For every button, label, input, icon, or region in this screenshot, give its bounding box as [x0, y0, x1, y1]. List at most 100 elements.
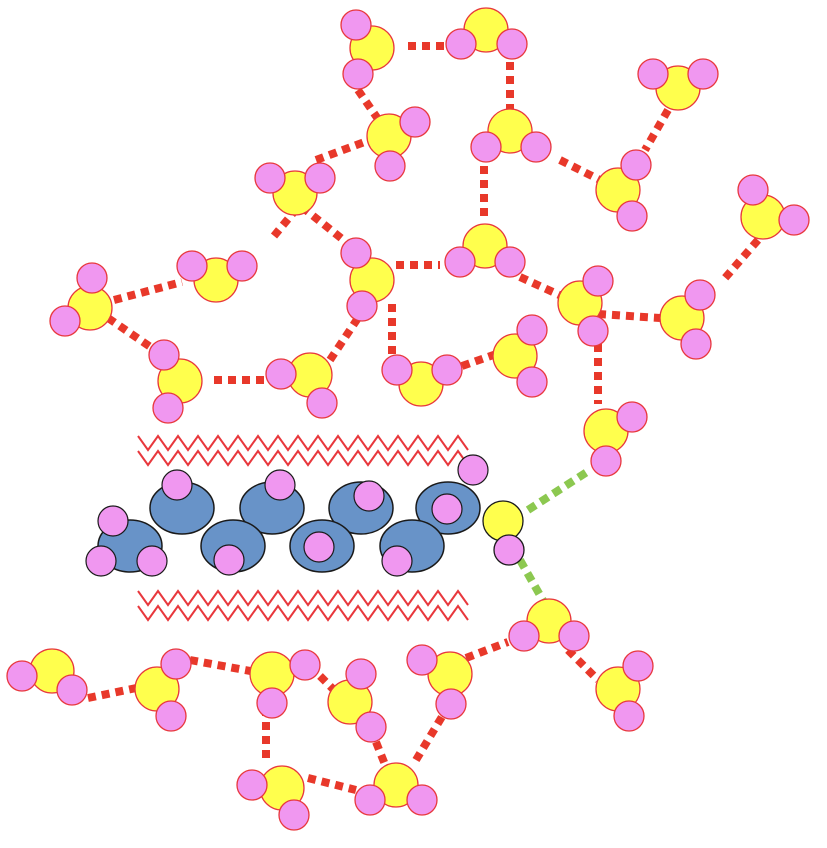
water-molecule	[406, 644, 473, 720]
zigzag-chain	[137, 449, 469, 467]
hydrogen-atom	[49, 305, 81, 337]
hydrogen-atom	[345, 658, 377, 690]
hydrogen-atom	[516, 366, 548, 398]
hydrogen-atom	[431, 354, 463, 386]
hydrogen-atom	[406, 784, 438, 816]
hydrogen-atom	[582, 265, 614, 297]
protein-hydrogen-atom	[213, 544, 245, 576]
hydrogen-atom	[616, 401, 648, 433]
water-molecule	[737, 174, 810, 240]
hydrogen-bond	[354, 87, 384, 125]
water-molecule	[249, 649, 321, 719]
water-molecule	[659, 279, 716, 360]
hydrogen-bond	[317, 673, 337, 693]
hydrogen-bond	[112, 278, 184, 304]
protein-hydrogen-atom	[303, 531, 335, 563]
hydrogen-atom	[637, 58, 669, 90]
hydrogen-atom	[613, 700, 645, 732]
hydrogen-atom	[148, 339, 180, 371]
water-molecule	[6, 648, 88, 706]
hydrogen-atom	[737, 174, 769, 206]
hydrogen-atom	[680, 328, 712, 360]
protein-hydrogen-atom	[381, 545, 413, 577]
hydrogen-bond	[641, 108, 672, 152]
hydrogen-atom	[289, 649, 321, 681]
hydrogen-atom	[470, 131, 502, 163]
hydrogen-atom	[622, 650, 654, 682]
hydrogen-atom	[56, 674, 88, 706]
lipid-chains	[137, 434, 469, 622]
oxygen-atom	[482, 500, 524, 542]
protein-hydrogen-atom	[97, 505, 129, 537]
hydrogen-atom	[620, 149, 652, 181]
hydrogen-atom	[355, 711, 387, 743]
hydrogen-atom	[152, 392, 184, 424]
protein-hydrogen-atom	[264, 469, 296, 501]
water-molecule	[470, 108, 552, 163]
water-molecule	[492, 314, 548, 398]
hydrogen-bond	[412, 707, 450, 763]
hydrogen-atom	[160, 648, 192, 680]
water-molecule	[49, 262, 113, 337]
water-molecule	[354, 762, 438, 816]
hydrogen-atom	[265, 358, 297, 390]
hydrogen-atom	[684, 279, 716, 311]
hydrogen-atom	[342, 58, 374, 90]
hydrogen-atom	[304, 162, 336, 194]
hydrogen-atom	[558, 620, 590, 652]
hydrogen-bond	[565, 647, 601, 683]
hydrogen-bond	[314, 136, 372, 164]
water-molecule	[445, 7, 528, 60]
protein-hydrogen-atom	[161, 469, 193, 501]
hydrogen-bond	[721, 237, 762, 281]
hydrogen-atom	[778, 204, 810, 236]
hydrogen-atom	[254, 162, 286, 194]
water-molecule	[366, 106, 431, 182]
hydrogen-atom	[590, 445, 622, 477]
water-molecule	[381, 354, 463, 407]
water-molecule	[176, 250, 258, 303]
protein-layer	[85, 454, 489, 577]
hydrogen-bond	[464, 638, 510, 662]
hydrogen-bond-layer	[87, 42, 762, 794]
hydrogen-atom	[374, 150, 406, 182]
water-molecule	[340, 9, 395, 90]
hydrogen-atom	[493, 534, 525, 566]
water-molecule	[444, 223, 526, 278]
hydrogen-bond	[518, 273, 568, 302]
water-molecule	[482, 500, 525, 566]
hydrogen-atom	[306, 387, 338, 419]
hydrogen-atom	[354, 784, 386, 816]
hydrogen-atom	[76, 262, 108, 294]
water-molecule	[583, 401, 648, 477]
hydrogen-atom	[494, 246, 526, 278]
hydrogen-bond	[307, 774, 357, 794]
hydrogen-atom	[340, 237, 372, 269]
hydrogen-atom	[616, 200, 648, 232]
hydrogen-atom	[236, 769, 268, 801]
protein-hydrogen-atom	[431, 493, 463, 525]
hydrogen-atom	[444, 246, 476, 278]
oxygen-atom	[492, 333, 538, 379]
hydrogen-atom	[340, 9, 372, 41]
hydrogen-atom	[406, 644, 438, 676]
water-molecule	[134, 648, 192, 732]
hydrogen-atom	[256, 687, 288, 719]
hydrogen-atom	[445, 28, 477, 60]
water-molecule	[327, 658, 387, 743]
water-molecule	[148, 339, 203, 424]
water-molecule	[595, 650, 654, 732]
water-molecule	[236, 765, 310, 831]
water-molecule	[508, 598, 590, 652]
zigzag-chain	[137, 604, 469, 622]
water-molecule-layer	[6, 7, 810, 831]
hydrogen-bond	[597, 310, 661, 322]
hydrogen-bond	[299, 203, 349, 246]
hydrogen-bond	[558, 156, 602, 184]
hydrogen-atom	[381, 354, 413, 386]
hydrogen-atom	[508, 620, 540, 652]
hydrogen-atom	[155, 700, 187, 732]
zigzag-chain	[137, 434, 469, 452]
hydrogen-atom	[278, 799, 310, 831]
